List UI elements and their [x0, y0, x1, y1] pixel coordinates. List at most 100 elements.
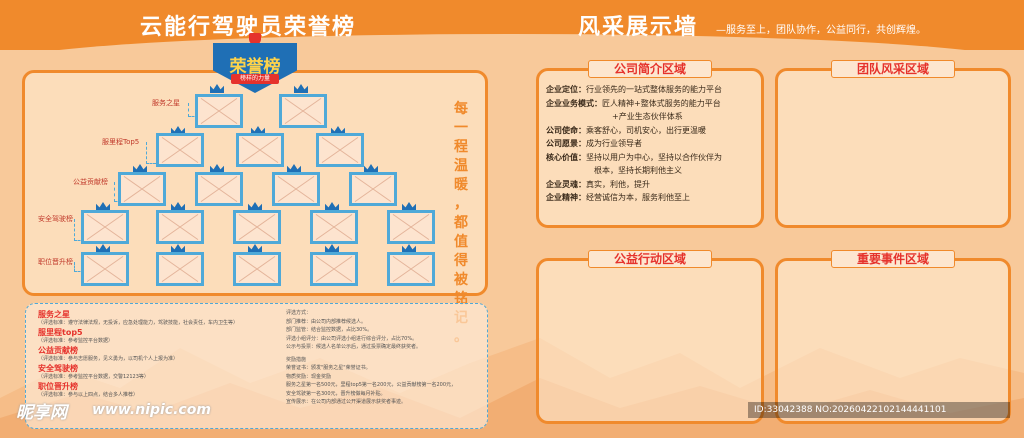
- crown-icon: [251, 126, 265, 135]
- motto-char: 暖: [454, 177, 468, 193]
- rules-line: 部门推荐：由公司内部推荐候选人。: [286, 318, 367, 325]
- crown-icon: [248, 202, 262, 211]
- crown-icon: [96, 244, 110, 253]
- intro-value: 坚持以用户为中心，坚持以合作伙伴为: [586, 152, 722, 162]
- intro-item: 企业业务模式：匠人精神+整体式服务的能力平台: [546, 97, 760, 111]
- photo-frame: [387, 210, 435, 244]
- watermark-url: www.nipic.com: [92, 402, 211, 418]
- photo-frame: [81, 210, 129, 244]
- intro-value: 根本，坚持长期利他主义: [594, 166, 682, 175]
- motto-char: 每: [454, 101, 468, 117]
- motto-char: 一: [454, 120, 468, 136]
- photo-frame: [81, 252, 129, 286]
- badge-subtitle: 榜样的力量: [231, 74, 279, 84]
- photo-frame: [316, 133, 364, 167]
- photo-frame: [310, 252, 358, 286]
- left-title: 云能行驾驶员荣誉榜: [140, 14, 357, 40]
- motto-char: 都: [454, 215, 468, 231]
- intro-item: 核心价值：坚持以用户为中心，坚持以合作伙伴为: [546, 151, 760, 165]
- rules-line: 荣誉证书：颁发"服务之星"荣誉证书。: [286, 365, 371, 371]
- rules-line: 宣传展示：在公司内部通过公开渠道展示获奖者事迹。: [286, 399, 407, 405]
- intro-value: 匠人精神+整体式服务的能力平台: [602, 98, 721, 108]
- right-subtitle: —服务至上，团队协作，公益同行，共创辉煌。: [716, 25, 926, 36]
- crown-icon: [294, 84, 308, 93]
- rules-panel: [25, 303, 488, 429]
- photo-frame: [195, 94, 243, 128]
- rules-line: 安全驾驶第一名300元，晋升榜做每月补贴。: [286, 390, 386, 397]
- crown-icon: [325, 244, 339, 253]
- photo-frame: [156, 252, 204, 286]
- crown-icon: [96, 202, 110, 211]
- row-label-service-star: 服务之星: [152, 99, 180, 107]
- crown-icon: [133, 164, 147, 173]
- stair-line: [74, 219, 84, 241]
- crown-icon: [325, 202, 339, 211]
- stair-line: [74, 262, 84, 272]
- row-label-mileage: 服里程Top5: [102, 138, 140, 146]
- intro-key: 企业灵魂：: [546, 179, 586, 189]
- crown-icon: [248, 244, 262, 253]
- intro-item: +产业生态伙伴体系: [546, 110, 760, 124]
- intro-key: 公司使命：: [546, 125, 586, 135]
- company-intro-list: 企业定位：行业领先的一站式整体服务的能力平台 企业业务模式：匠人精神+整体式服务…: [546, 83, 760, 205]
- intro-key: 企业定位：: [546, 85, 586, 94]
- rules-method-rewards: 评选方式： 部门推荐：由公司内部推荐候选人。 部门监管：结合监控数据，占比30%…: [286, 309, 482, 407]
- intro-key: 公司愿景：: [546, 139, 586, 148]
- crown-icon: [402, 202, 416, 211]
- photo-frame: [195, 172, 243, 206]
- charity-panel: [536, 258, 764, 424]
- rules-line: 评选小组评分：由公司评选小组进行综合评分，占比70%。: [286, 335, 418, 342]
- header-band: [0, 0, 1024, 64]
- photo-frame: [236, 133, 284, 167]
- photo-frame: [156, 210, 204, 244]
- events-panel: [775, 258, 1011, 424]
- motto-char: 被: [454, 272, 468, 288]
- intro-value: 成为行业领导者: [586, 139, 642, 148]
- rule-title: 公益贡献榜: [38, 346, 78, 355]
- row-label-safe-driving: 安全驾驶榜: [38, 215, 73, 223]
- right-title: 风采展示墙: [578, 14, 699, 40]
- motto-char: 程: [454, 139, 468, 155]
- rules-line: 物质奖励：现金奖励: [286, 373, 332, 380]
- company-intro-title: 公司简介区域: [588, 60, 712, 78]
- motto-char: ，: [454, 196, 468, 212]
- rule-title: 安全驾驶榜: [38, 364, 78, 373]
- watermark-logo: 昵享网: [16, 403, 67, 423]
- stair-line: [146, 142, 156, 164]
- intro-value: 行业领先的一站式整体服务的能力平台: [586, 85, 722, 94]
- team-panel: [775, 68, 1011, 228]
- intro-item: 公司愿景：成为行业领导者: [546, 137, 760, 151]
- rules-line: 奖励措施: [286, 356, 307, 363]
- rules-line: 公示与投票：候选人名单公示后，通过投票确定最终获奖者。: [286, 344, 422, 350]
- photo-frame: [233, 252, 281, 286]
- rule-title: 职位晋升榜: [38, 382, 78, 391]
- badge-title: 荣誉榜: [229, 57, 281, 77]
- intro-key: 核心价值：: [546, 152, 586, 162]
- rules-line: 服务之星第一名500元，里程top5第一名200元，公益贡献榜第一名200元，: [286, 382, 457, 388]
- motto-char: 温: [454, 158, 468, 174]
- rule-title: 服务之星: [38, 310, 70, 319]
- crown-icon: [364, 164, 378, 173]
- company-intro-panel: [536, 68, 764, 228]
- image-id-strip: ID:33042388 NO:20260422102144441101: [748, 402, 1010, 418]
- crown-icon: [331, 126, 345, 135]
- intro-value: 经营诚信为本，服务利他至上: [586, 193, 690, 202]
- photo-frame: [118, 172, 166, 206]
- rule-desc: （评选标准：参与志愿服务，见义勇为，以司机个人上报为准）: [38, 356, 179, 362]
- honor-badge: 荣誉榜 榜样的力量: [213, 33, 297, 93]
- intro-key: 企业业务模式：: [546, 98, 602, 108]
- rule-desc: （评选标准：参与以上四点，结合多人推荐）: [38, 392, 139, 398]
- intro-key: 企业精神：: [546, 193, 586, 202]
- photo-frame: [349, 172, 397, 206]
- crown-icon: [171, 202, 185, 211]
- intro-item: 企业灵魂：真实，利他，提升: [546, 178, 760, 192]
- stair-line: [188, 103, 198, 117]
- photo-frame: [156, 133, 204, 167]
- intro-item: 公司使命：乘客舒心，司机安心，出行更温暖: [546, 124, 760, 138]
- photo-frame: [387, 252, 435, 286]
- row-label-charity: 公益贡献榜: [73, 178, 108, 186]
- trophy-icon: [249, 33, 261, 45]
- photo-frame: [272, 172, 320, 206]
- photo-frame: [279, 94, 327, 128]
- crown-icon: [287, 164, 301, 173]
